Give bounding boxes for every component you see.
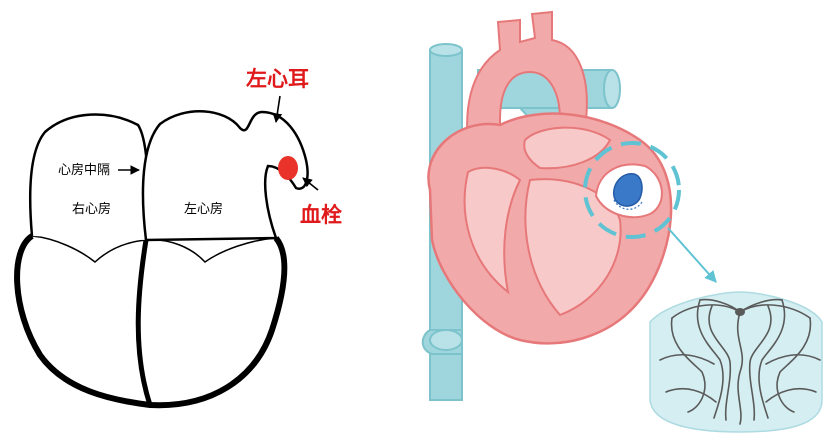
label-atrial-septum: 心房中隔	[58, 162, 110, 178]
ventricles-outline	[17, 236, 284, 405]
occluder-device-zoom	[650, 292, 822, 432]
zoom-pointer-arrow	[668, 228, 716, 282]
vena-cava-top	[430, 44, 462, 56]
pulmonary-artery-end	[604, 70, 620, 108]
thrombus-mark	[278, 156, 298, 180]
right-heart-illustration	[423, 12, 822, 432]
label-right-atrium: 右心房	[72, 201, 111, 217]
label-left-atrial-appendage: 左心耳	[246, 67, 309, 91]
label-left-atrium: 左心房	[184, 201, 223, 217]
left-heart-schematic: 左心耳 心房中隔 右心房 左心房 血栓	[17, 67, 342, 405]
vena-cava-bottom	[430, 330, 462, 350]
label-thrombus: 血栓	[300, 203, 342, 227]
